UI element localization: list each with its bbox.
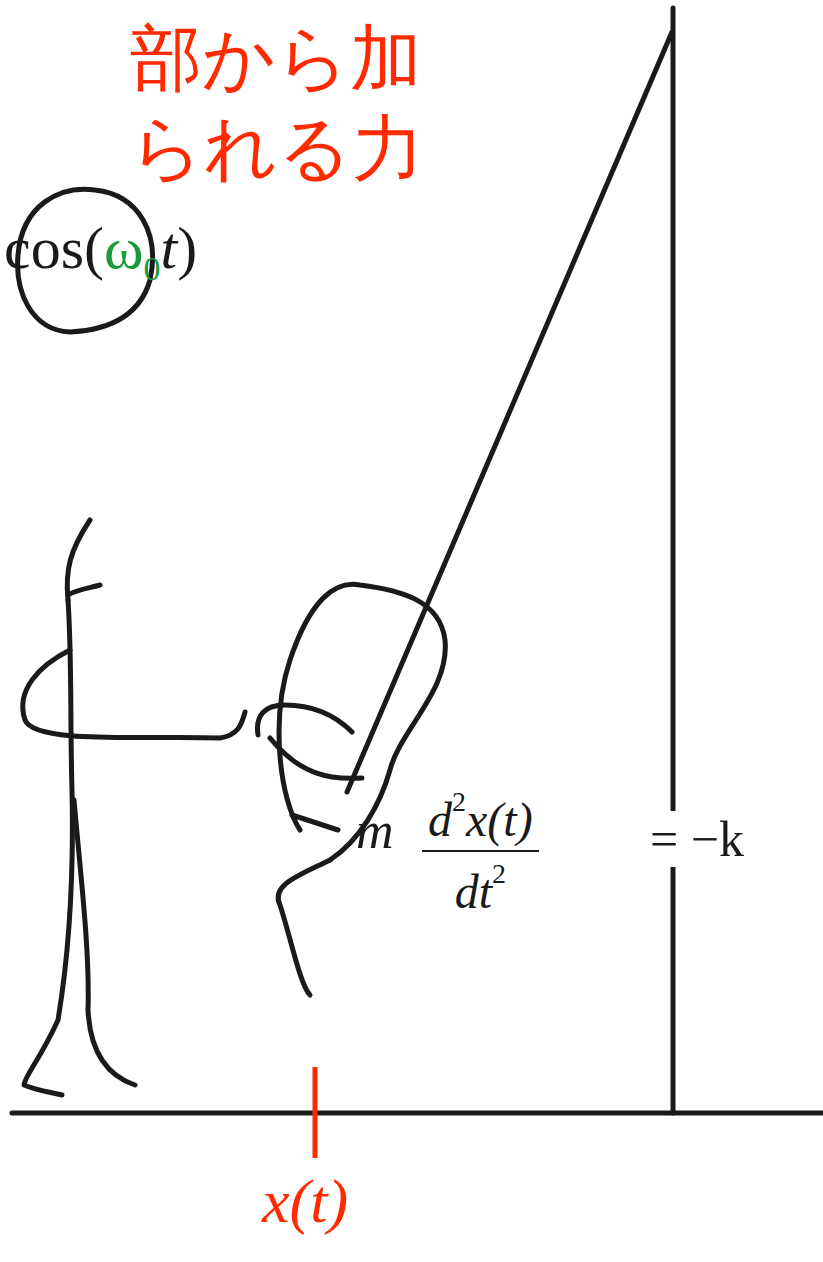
arm2 xyxy=(257,705,352,735)
denominator: dt2 xyxy=(422,850,539,916)
label-text: dt xyxy=(455,865,492,918)
superscript: 2 xyxy=(492,858,506,889)
body xyxy=(24,600,72,1095)
label-text: t xyxy=(160,215,177,281)
label-text: x(t) xyxy=(262,1167,348,1235)
shoulder xyxy=(68,585,100,595)
position-tick xyxy=(313,1067,318,1158)
equation-rhs: = −k xyxy=(648,814,746,864)
label-text: = −k xyxy=(648,811,746,867)
numerator: d2x(t) xyxy=(422,788,539,850)
label-text: られる力 xyxy=(130,106,424,190)
leg xyxy=(74,800,135,1085)
subscript: 0 xyxy=(143,250,160,287)
label-text: 部から加 xyxy=(130,16,422,100)
arm2-lower xyxy=(270,738,362,778)
label-text: m xyxy=(356,802,394,859)
label-text: d xyxy=(428,793,452,846)
pole-line xyxy=(671,8,676,1113)
hand-loop xyxy=(279,584,445,860)
force-expression: cos(ω0t) xyxy=(4,218,197,286)
title-line: られる力 xyxy=(130,112,424,184)
mass-symbol: m xyxy=(356,805,394,857)
derivative-fraction: d2x(t)dt2 xyxy=(422,788,539,916)
hand-grip xyxy=(292,815,338,830)
ground-line xyxy=(12,1111,823,1116)
label-text: ω xyxy=(104,215,144,281)
label-text: cos( xyxy=(4,215,104,281)
position-label: x(t) xyxy=(262,1170,348,1232)
title-line: 部から加 xyxy=(130,22,422,94)
leg2 xyxy=(278,860,330,995)
label-text: ) xyxy=(177,215,197,281)
superscript: 2 xyxy=(452,786,466,817)
arm xyxy=(23,650,245,738)
label-text: x(t) xyxy=(466,793,533,846)
